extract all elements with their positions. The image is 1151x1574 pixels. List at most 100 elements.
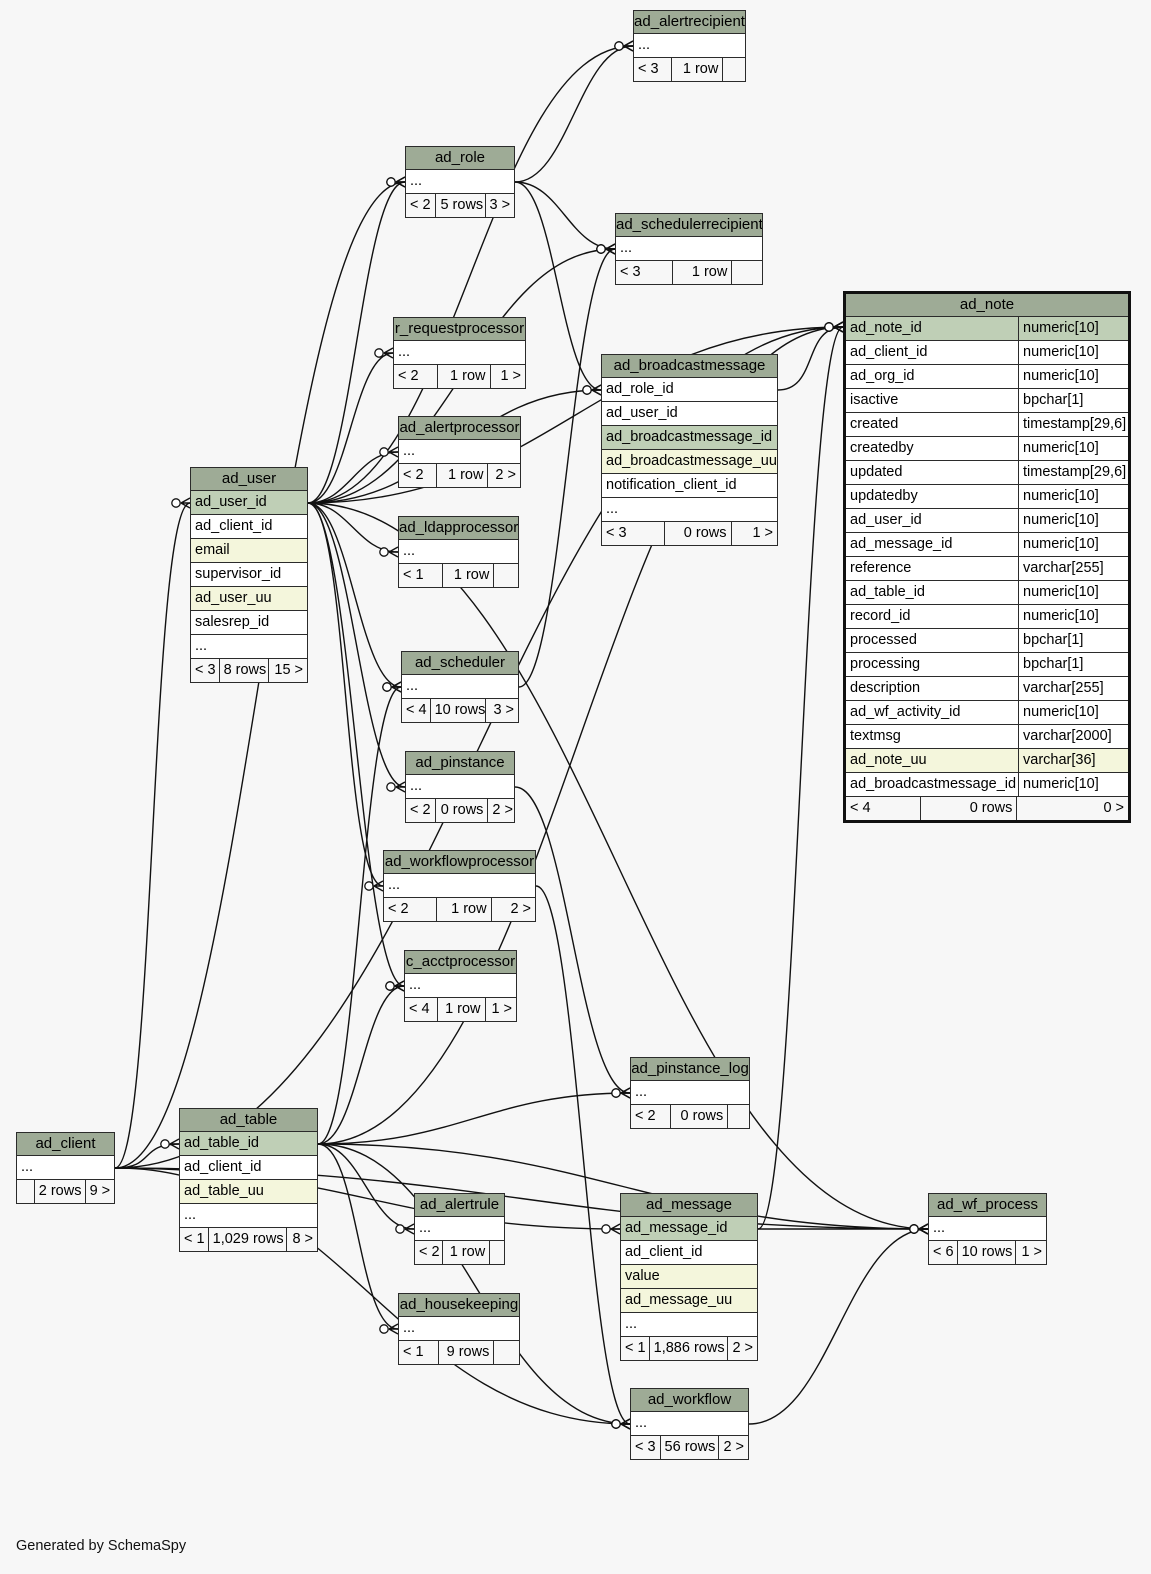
table-title[interactable]: ad_workflowprocessor — [384, 851, 535, 874]
children-count[interactable]: 2 > — [727, 1337, 757, 1360]
column-row[interactable]: ... — [399, 440, 520, 464]
column-row[interactable]: ad_user_id — [191, 491, 307, 515]
column-row[interactable]: ... — [405, 974, 516, 998]
parents-count[interactable]: < 2 — [398, 368, 419, 384]
column-row[interactable]: ... — [399, 540, 518, 564]
children-count[interactable] — [489, 1241, 504, 1264]
table-title[interactable]: ad_alertrule — [415, 1194, 504, 1217]
table-title[interactable]: ad_housekeeping — [399, 1294, 519, 1317]
parents-count[interactable]: < 4 — [409, 1001, 430, 1017]
children-count[interactable]: 2 > — [487, 799, 514, 822]
column-row[interactable]: ad_table_id — [180, 1132, 317, 1156]
table-title[interactable]: ad_alertrecipient — [634, 11, 745, 34]
parents-count[interactable]: < 2 — [388, 901, 409, 917]
parents-count[interactable]: < 3 — [195, 662, 216, 678]
children-count[interactable]: 1 > — [730, 522, 778, 545]
parents-count[interactable]: < 2 — [403, 467, 424, 483]
children-count[interactable]: 1 > — [1015, 1241, 1046, 1264]
children-count[interactable] — [727, 1105, 749, 1128]
parents-count[interactable]: < 4 — [406, 702, 427, 718]
column-row[interactable]: ad_user_uu — [191, 587, 307, 611]
column-row[interactable]: email — [191, 539, 307, 563]
parents-count[interactable]: < 3 — [620, 264, 641, 280]
column-row[interactable]: ad_user_id — [602, 402, 777, 426]
children-count[interactable] — [731, 261, 762, 284]
table-title[interactable]: ad_alertprocessor — [399, 417, 520, 440]
table-title[interactable]: ad_ldapprocessor — [399, 517, 518, 540]
parents-count[interactable]: < 3 — [606, 525, 627, 541]
table-title[interactable]: ad_user — [191, 468, 307, 491]
column-row[interactable]: ... — [402, 675, 518, 699]
children-count[interactable]: 1 > — [489, 365, 526, 388]
children-count[interactable] — [493, 564, 518, 587]
parents-count[interactable]: < 6 — [933, 1244, 954, 1260]
column-row[interactable]: ... — [631, 1412, 748, 1436]
column-row[interactable]: salesrep_id — [191, 611, 307, 635]
column-row[interactable]: ad_broadcastmessage_uu — [602, 450, 777, 474]
children-count[interactable]: 1 > — [484, 998, 516, 1021]
parents-count[interactable]: < 1 — [625, 1340, 646, 1356]
column-row[interactable]: notification_client_id — [602, 474, 777, 498]
parents-count[interactable]: < 2 — [410, 197, 431, 213]
parents-count[interactable]: < 1 — [184, 1231, 205, 1247]
children-count[interactable]: 2 > — [718, 1436, 748, 1459]
parents-count[interactable]: < 3 — [638, 61, 659, 77]
column-row[interactable]: ... — [406, 170, 514, 194]
column-row[interactable]: ad_client_id — [191, 515, 307, 539]
table-title[interactable]: ad_pinstance — [406, 752, 514, 775]
column-row[interactable]: ... — [399, 1317, 519, 1341]
column-row[interactable]: supervisor_id — [191, 563, 307, 587]
column-row[interactable]: ... — [384, 874, 535, 898]
column-row[interactable]: ... — [191, 635, 307, 659]
parents-count[interactable]: < 1 — [403, 567, 424, 583]
column-row[interactable]: ... — [415, 1217, 504, 1241]
table-title[interactable]: ad_table — [180, 1109, 317, 1132]
column-row[interactable]: ad_message_id — [621, 1217, 757, 1241]
column-row[interactable]: ... — [929, 1217, 1046, 1241]
children-count[interactable]: 2 > — [490, 898, 535, 921]
column-row[interactable]: ad_client_id — [621, 1241, 757, 1265]
table-title[interactable]: ad_workflow — [631, 1389, 748, 1412]
parents-count[interactable]: < 2 — [635, 1108, 656, 1124]
column-row[interactable]: ad_client_id — [180, 1156, 317, 1180]
table-title[interactable]: c_acctprocessor — [405, 951, 516, 974]
column-row[interactable]: ... — [180, 1204, 317, 1228]
parents-count[interactable]: < 3 — [635, 1439, 656, 1455]
table-title[interactable]: ad_note — [846, 294, 1128, 317]
column-row[interactable]: ad_message_uu — [621, 1289, 757, 1313]
column-row[interactable]: ad_role_id — [602, 378, 777, 402]
table-title[interactable]: ad_message — [621, 1194, 757, 1217]
parents-count[interactable]: < 1 — [403, 1344, 424, 1360]
column-row[interactable]: ... — [394, 341, 525, 365]
